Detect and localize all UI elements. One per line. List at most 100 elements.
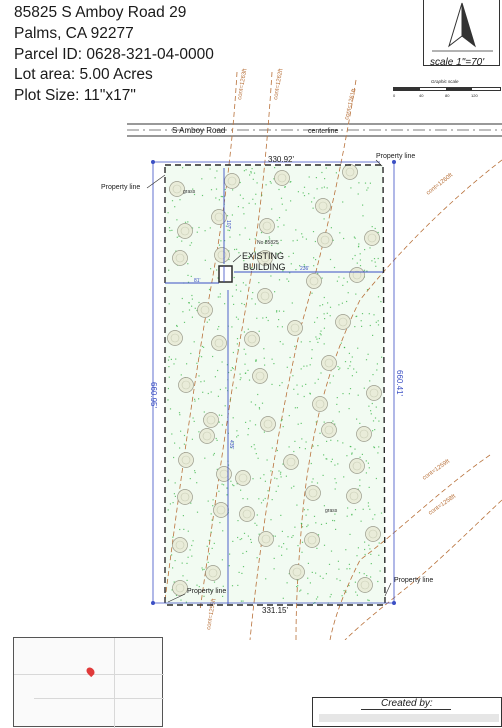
contour-label: cont=1255ft: [206, 598, 217, 630]
tree-icon: [177, 489, 193, 505]
tree-icon: [172, 537, 188, 553]
contour-label: cont=1262ft: [273, 68, 284, 100]
property-boundary: [164, 164, 386, 606]
dim-setback-left: 81': [194, 278, 201, 284]
tree-icon: [356, 426, 372, 442]
tree-icon: [283, 454, 299, 470]
tree-icon: [211, 209, 227, 225]
tree-icon: [167, 330, 183, 346]
graphic-scale-tick: 0: [393, 93, 396, 98]
trees: [167, 164, 382, 596]
dim-setback-right: 236': [300, 266, 309, 272]
tree-icon: [216, 466, 232, 482]
tree-icon: [312, 396, 328, 412]
tree-icon: [205, 565, 221, 581]
building-label-line1: EXISTING: [242, 251, 284, 261]
setback-lines: [165, 168, 383, 604]
tree-icon: [213, 502, 229, 518]
dim-left: 660.95': [149, 382, 158, 408]
tree-icon: [203, 412, 219, 428]
building-number: No 85825: [257, 240, 279, 246]
tree-icon: [259, 218, 275, 234]
tree-icon: [274, 170, 290, 186]
tree-icon: [257, 250, 273, 266]
location-pin-icon: [84, 665, 97, 678]
dim-setback-bottom: 435': [228, 440, 234, 449]
dim-top: 330.92': [268, 155, 294, 164]
tree-icon: [260, 416, 276, 432]
scale-label: scale 1"=70': [430, 57, 485, 68]
tree-icon: [317, 232, 333, 248]
parcel-id: Parcel ID: 0628-321-04-0000: [14, 46, 214, 63]
tree-icon: [304, 532, 320, 548]
tree-icon: [346, 488, 362, 504]
tree-icon: [169, 181, 185, 197]
tree-icon: [214, 247, 230, 263]
lot-area: Lot area: 5.00 Acres: [14, 66, 153, 83]
road-name: S Amboy Road: [172, 126, 225, 135]
address-line: 85825 S Amboy Road 29: [14, 4, 187, 21]
tree-icon: [177, 223, 193, 239]
location-map: [13, 637, 164, 728]
tree-icon: [365, 526, 381, 542]
grass-label: grass: [183, 189, 196, 195]
tree-icon: [306, 273, 322, 289]
contour-label: cont=1259ft: [422, 458, 452, 481]
building-label-line2: BUILDING: [243, 262, 286, 272]
road: S Amboy Road centerline: [127, 123, 502, 137]
tree-icon: [258, 531, 274, 547]
tree-icon: [315, 198, 331, 214]
property-line-label: Property line: [101, 184, 140, 191]
north-arrow-icon: [432, 2, 493, 52]
tree-icon: [342, 164, 358, 180]
graphic-scale-label: Graphic scale: [431, 79, 459, 84]
tree-icon: [335, 314, 351, 330]
tree-icon: [211, 335, 227, 351]
site-plan: S Amboy Road centerline cont=1263ft cont…: [101, 68, 502, 640]
contour-label: cont=1261ft: [344, 88, 358, 120]
existing-building: [218, 265, 233, 283]
tree-icon: [172, 250, 188, 266]
plot-size: Plot Size: 11"x17": [14, 87, 136, 104]
tree-icon: [199, 428, 215, 444]
graphic-scale-bar: [393, 87, 501, 91]
graphic-scale-tick: 120: [471, 93, 478, 98]
centerline-label: centerline: [308, 128, 338, 135]
created-by-label: Created by:: [381, 698, 433, 709]
tree-icon: [178, 452, 194, 468]
tree-icon: [178, 377, 194, 393]
north-arrow-box: [423, 0, 500, 66]
graphic-scale-tick: 80: [445, 93, 450, 98]
contour-label: cont=1263ft: [237, 68, 248, 100]
tree-icon: [235, 470, 251, 486]
tree-icon: [197, 302, 213, 318]
tree-icon: [289, 564, 305, 580]
tree-icon: [357, 577, 373, 593]
tree-icon: [224, 173, 240, 189]
tree-icon: [244, 331, 260, 347]
dim-bottom: 331.15': [262, 606, 288, 615]
tree-icon: [321, 422, 337, 438]
contour-label: cont=1260ft: [426, 172, 455, 196]
tree-icon: [349, 267, 365, 283]
property-line-label: Property line: [376, 153, 415, 160]
property-line-label: Property line: [394, 577, 433, 584]
graphic-scale-tick: 40: [419, 93, 424, 98]
created-by-box: Created by:: [312, 697, 502, 727]
tree-icon: [287, 320, 303, 336]
dim-right: 660.41': [395, 370, 404, 396]
tree-icon: [252, 368, 268, 384]
tree-icon: [366, 385, 382, 401]
contour-label: cont=1258ft: [428, 493, 458, 516]
tree-icon: [172, 580, 188, 596]
tree-icon: [239, 506, 255, 522]
callout-leaders: [146, 159, 392, 603]
dimension-lines: [150, 159, 396, 606]
tree-icon: [305, 485, 321, 501]
tree-icon: [257, 288, 273, 304]
city-line: Palms, CA 92277: [14, 25, 134, 42]
tree-icon: [364, 230, 380, 246]
lot-fill: [165, 165, 385, 605]
property-line-label: Property line: [187, 588, 226, 595]
tree-icon: [321, 355, 337, 371]
